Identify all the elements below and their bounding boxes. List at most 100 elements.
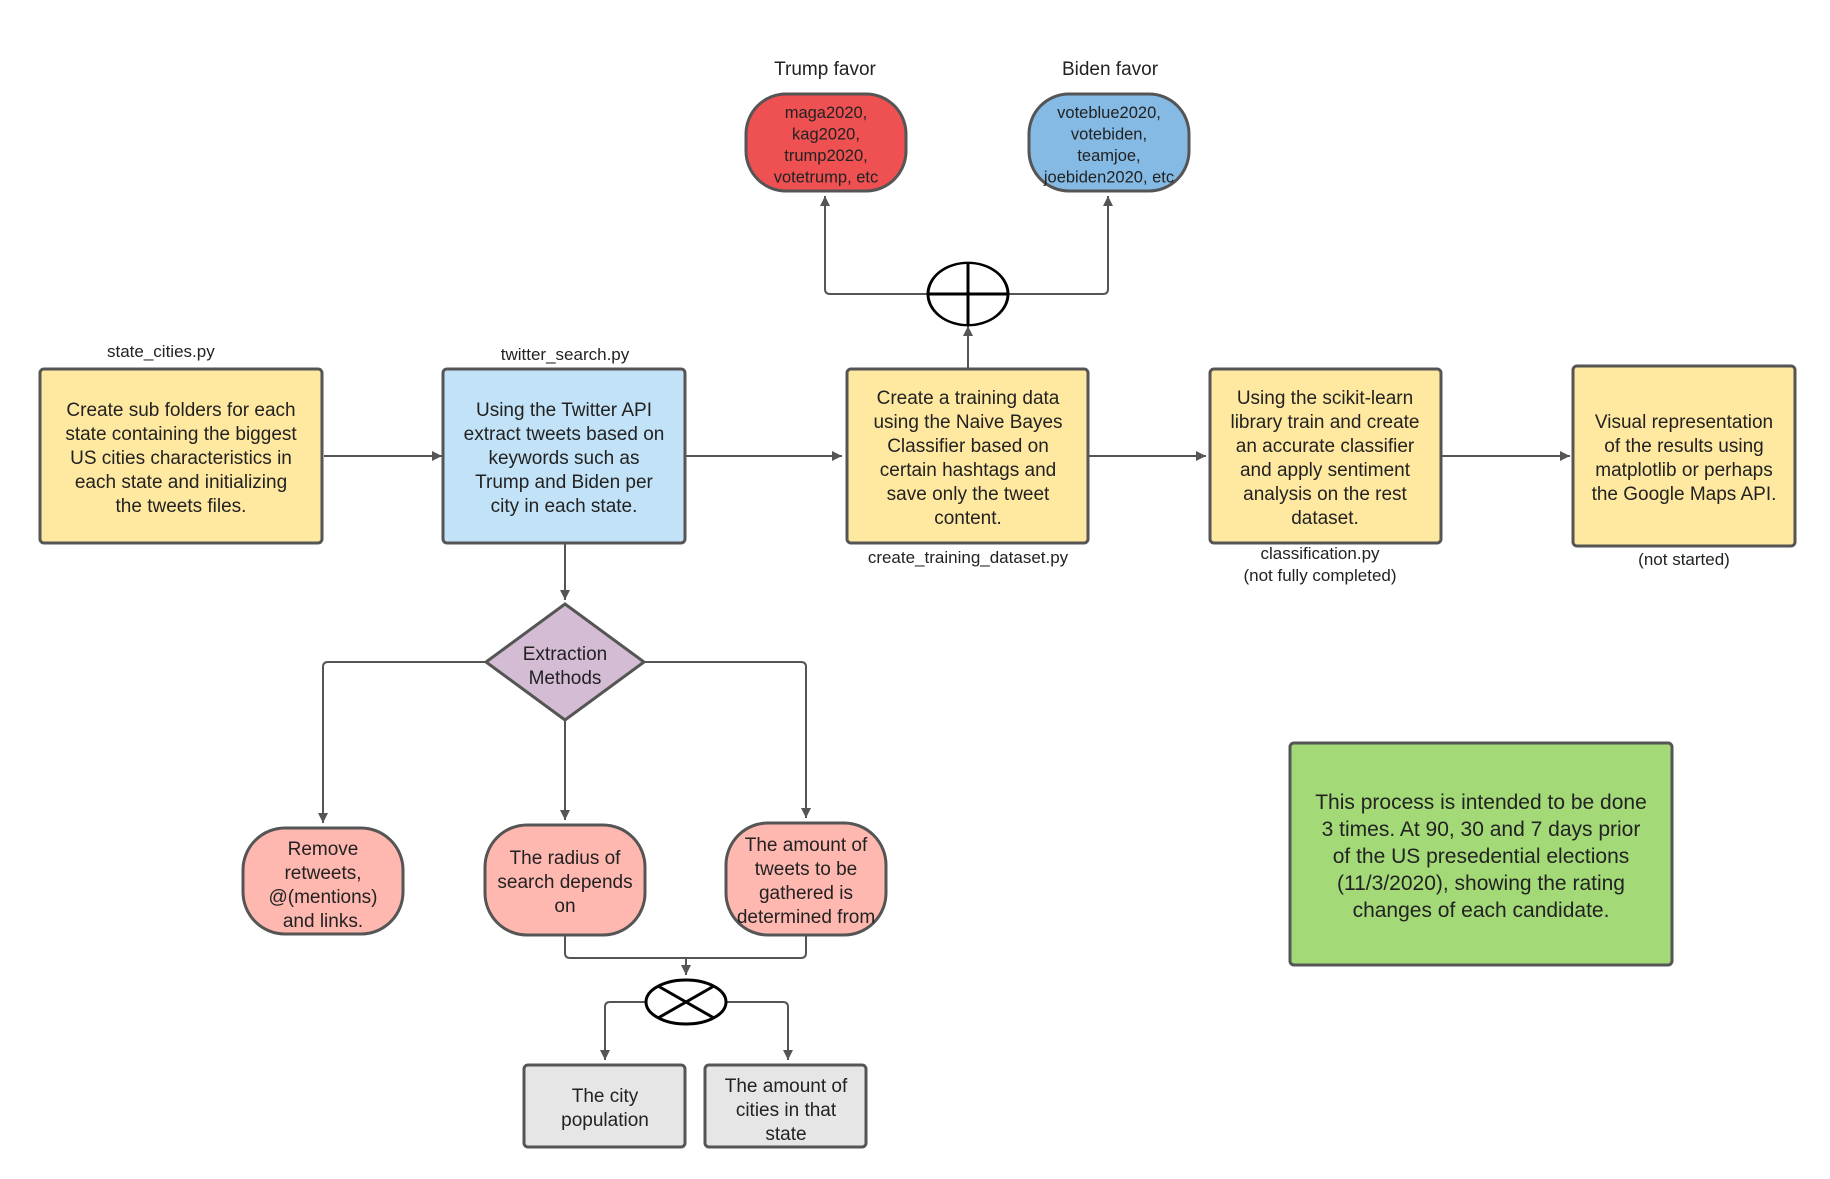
line-radius-to-merge — [564, 935, 807, 959]
text-line: extract tweets based on — [464, 424, 665, 445]
text-line: Extraction — [523, 644, 607, 665]
caption-twitter-search: twitter_search.py — [501, 345, 630, 364]
text-line: matplotlib or perhaps — [1595, 460, 1772, 481]
text-line: votetrump, etc — [774, 168, 879, 186]
text-line: tweets to be — [755, 859, 857, 880]
node-visual: Visual representation of the results usin… — [1571, 364, 1797, 548]
arrow-extraction-to-remove — [318, 661, 486, 823]
text-line: save only the tweet — [887, 484, 1050, 505]
text-line: voteblue2020, — [1057, 104, 1161, 122]
node-cities-count: The amount of cities in that state — [703, 1063, 868, 1149]
node-population-shape — [522, 1063, 687, 1149]
note-box: This process is intended to be done 3 tim… — [1288, 741, 1674, 967]
node-twitter-search-shape — [441, 367, 687, 545]
text-line: dataset. — [1291, 508, 1359, 529]
arrow-or-to-biden — [1008, 196, 1113, 295]
node-classification-text: Using the scikit-learn library train and … — [1230, 388, 1419, 529]
text-line: gathered is — [759, 883, 853, 904]
note-box-text: This process is intended to be done 3 tim… — [1315, 791, 1647, 922]
arrow-xor-to-cities — [726, 1001, 793, 1060]
caption-state-cities: state_cities.py — [107, 342, 215, 361]
node-population-text: The city population — [561, 1086, 649, 1131]
arrow-or-to-trump — [820, 196, 928, 295]
caption-trump-favor: Trump favor — [774, 59, 876, 80]
text-line: state — [765, 1124, 806, 1145]
text-line: Visual representation — [1595, 412, 1773, 433]
text-line: the tweets files. — [116, 496, 247, 517]
text-line: state containing the biggest — [65, 424, 297, 445]
arrow-extraction-to-amount — [644, 661, 811, 818]
node-biden-tags-shape — [1027, 92, 1191, 193]
text-line: This process is intended to be done — [1315, 791, 1647, 814]
caption-not-started: (not started) — [1638, 550, 1730, 569]
text-line: Classifier based on — [887, 436, 1049, 457]
text-line: votebiden, — [1071, 125, 1147, 143]
node-radius-shape — [483, 823, 647, 937]
node-state-cities-shape — [38, 367, 324, 545]
node-amount: The amount of tweets to be gathered is dete… — [724, 821, 888, 937]
text-line: Create a training data — [877, 388, 1060, 409]
text-line: Using the Twitter API — [476, 400, 652, 421]
caption-classification-status: (not fully completed) — [1243, 566, 1396, 585]
text-line: keywords such as — [488, 448, 639, 469]
node-biden-tags-text: voteblue2020, votebiden, teamjoe, joebiden2… — [1043, 104, 1174, 187]
node-twitter-search-text: Using the Twitter API extract tweets base… — [464, 400, 665, 517]
text-line: Using the scikit-learn — [1237, 388, 1413, 409]
connectors — [318, 196, 1570, 1060]
node-classification: Using the scikit-learn library train and … — [1208, 367, 1443, 545]
text-line: each state and initializing — [75, 472, 287, 493]
xor-symbol-diag-2 — [657, 984, 715, 1020]
node-trump-tags-text: maga2020,kag2020,trump2020,votetrump, et… — [774, 104, 879, 187]
text-line: determined from — [737, 907, 875, 928]
text-line: Trump and Biden per — [475, 472, 653, 493]
text-line: of the results using — [1604, 436, 1763, 457]
text-line: analysis on the rest — [1243, 484, 1407, 505]
node-radius: The radius of search depends on — [483, 823, 647, 937]
text-line: search depends — [497, 872, 632, 893]
text-line: teamjoe, — [1077, 147, 1140, 165]
node-extraction-shape — [483, 602, 647, 722]
text-line: 3 times. At 90, 30 and 7 days prior — [1322, 818, 1641, 841]
arrow-xor-to-population — [600, 1001, 646, 1060]
text-line: content. — [934, 508, 1002, 529]
text-line: of the US presedential elections — [1333, 845, 1630, 868]
text-line: library train and create — [1230, 412, 1419, 433]
text-line: population — [561, 1110, 649, 1131]
text-line: and links. — [283, 911, 363, 932]
node-amount-text: The amount of tweets to be gathered is dete… — [737, 835, 875, 928]
text-line: The amount of — [745, 835, 868, 856]
caption-biden-favor: Biden favor — [1062, 59, 1159, 80]
text-line: The city — [572, 1086, 639, 1107]
text-line: Remove — [288, 839, 359, 860]
text-line: joebiden2020, etc — [1043, 168, 1174, 186]
text-line: on — [554, 896, 575, 917]
text-line: maga2020, — [785, 104, 868, 122]
node-remove-shape — [241, 826, 405, 936]
node-training-shape — [845, 367, 1090, 545]
caption-classification: classification.py — [1260, 544, 1380, 563]
text-line: kag2020, — [792, 125, 860, 143]
text-line: Methods — [529, 668, 602, 689]
text-line: cities in that — [736, 1100, 837, 1121]
node-trump-tags-shape — [744, 92, 908, 193]
text-line: The radius of — [510, 848, 622, 869]
text-line: US cities characteristics in — [70, 448, 292, 469]
text-line: city in each state. — [491, 496, 638, 517]
node-twitter-search: Using the Twitter API extract tweets base… — [441, 367, 687, 545]
node-visual-text: Visual representation of the results usin… — [1592, 412, 1777, 505]
text-line: (11/3/2020), showing the rating — [1337, 872, 1625, 895]
node-trump-tags: maga2020,kag2020,trump2020,votetrump, et… — [744, 92, 908, 193]
node-visual-shape — [1571, 364, 1797, 548]
node-cities-count-text: The amount of cities in that state — [725, 1076, 848, 1145]
text-line: an accurate classifier — [1236, 436, 1415, 457]
text-line: retweets, — [284, 863, 361, 884]
text-line: The amount of — [725, 1076, 848, 1097]
note-box-shape — [1288, 741, 1674, 967]
